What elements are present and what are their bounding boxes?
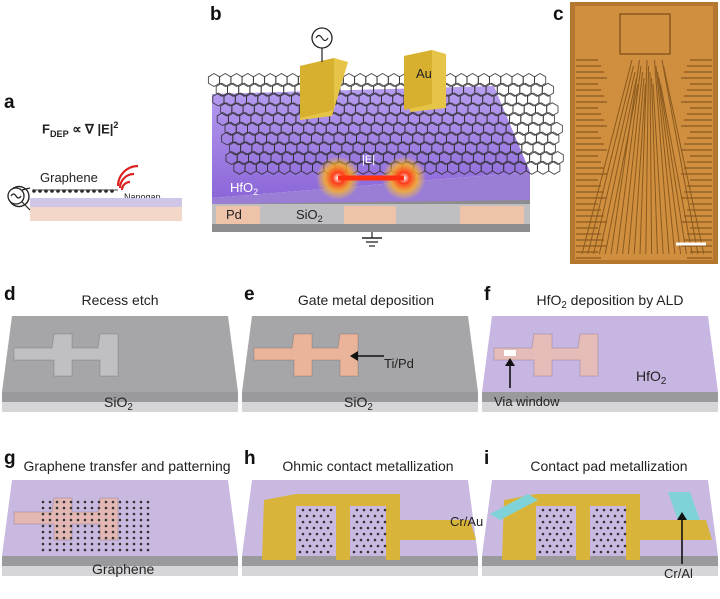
- hfo2-slab-b: [212, 86, 530, 198]
- slab-f-top: [482, 316, 718, 392]
- graphene-label-a: Graphene: [40, 170, 98, 185]
- chip-die: [570, 2, 718, 264]
- ac-source-b-icon: [311, 27, 333, 49]
- graphene-label-g: Graphene: [92, 561, 155, 577]
- gate-metal-e: [253, 333, 359, 377]
- contact-left-i: [502, 494, 536, 560]
- field-wave-2-icon: [118, 172, 135, 189]
- au-label: Au: [416, 66, 432, 81]
- pad-left-i: [490, 494, 538, 520]
- panel-f-title: HfO2 deposition by ALD: [500, 292, 720, 312]
- nanogap-label: Nanogap: [124, 192, 161, 202]
- contact-left-h: [262, 494, 296, 560]
- panel-g-title: Graphene transfer and patterning: [23, 458, 231, 474]
- sio2-sub-d: 2: [127, 402, 133, 414]
- hfo2-sub-b: 2: [253, 187, 259, 198]
- sio2-text-e: SiO: [344, 394, 368, 410]
- panel-d-label: d: [4, 284, 16, 305]
- formula-sup: 2: [113, 120, 119, 130]
- pd-pad-right-b: [460, 206, 524, 224]
- dep-formula: FDEP ∝ ∇ |E|2: [42, 120, 119, 139]
- au-contact-right: [404, 50, 446, 112]
- slab-h-edge: [242, 556, 478, 572]
- ac-source-a-icon: [7, 187, 25, 205]
- slab-g-top: [2, 480, 238, 556]
- hfo2-label-f: HfO2: [636, 368, 667, 388]
- sio2-text-b: SiO: [296, 207, 318, 222]
- au-contact-left: [300, 58, 348, 120]
- hfo2-text-f: HfO: [636, 368, 661, 384]
- formula-f: F: [42, 121, 50, 137]
- panel-f-label: f: [484, 284, 491, 305]
- sio2-text-d: SiO: [104, 394, 128, 410]
- slab-d-top: [2, 316, 238, 392]
- gate-under-g: [13, 497, 119, 541]
- contact-top-i: [536, 494, 626, 506]
- field-label: |E|: [362, 154, 376, 166]
- panel-f-title-pre: HfO: [536, 292, 562, 308]
- via-window-mark: [504, 350, 516, 356]
- slab-h-top: [242, 480, 478, 556]
- panel-h-title: Ohmic contact metallization: [282, 458, 454, 474]
- tipd-label: Ti/Pd: [384, 356, 414, 371]
- pad-right-i: [668, 492, 700, 520]
- contact-top-h: [296, 494, 386, 506]
- formula-sub: DEP: [49, 128, 69, 139]
- graphene-patch-h2: [352, 508, 387, 554]
- chip-traces: [576, 13, 712, 259]
- contact-lead-i: [640, 520, 712, 540]
- crau-label: Cr/Au: [450, 514, 484, 529]
- pd-pad-mid-b: [344, 206, 396, 224]
- hfo2-text-b: HfO: [230, 180, 254, 195]
- panel-b-label: b: [210, 4, 222, 25]
- cral-label: Cr/Al: [664, 566, 693, 581]
- sio2-label-e: SiO2: [344, 394, 373, 414]
- field-wave-1-icon: [120, 180, 131, 191]
- hfo2-sub-f: 2: [660, 376, 667, 388]
- hfo2-label-b: HfO2: [230, 180, 259, 198]
- contact-right-h: [386, 494, 400, 560]
- sio2-sub-e: 2: [367, 402, 373, 414]
- graphene-patch-i2: [592, 508, 627, 554]
- graphene-patch-i1: [538, 508, 573, 554]
- gate-under-hfo2-f: [493, 333, 599, 377]
- contact-mid-h: [336, 506, 350, 560]
- glow-right-icon: [382, 156, 426, 200]
- via-window-label: Via window: [494, 394, 560, 409]
- panel-i-label: i: [484, 448, 490, 469]
- panel-e-label: e: [244, 284, 255, 305]
- graphene-patch-h1: [298, 508, 333, 554]
- recess-pattern-d: [13, 333, 119, 377]
- ac-source-icon: [8, 185, 30, 208]
- panel-f-title-sub: 2: [561, 300, 567, 312]
- graphene-patch-g: [41, 500, 150, 552]
- panel-c-label: c: [553, 4, 564, 25]
- sio2-sub-b: 2: [317, 214, 323, 225]
- graphene-chain-a: [32, 189, 118, 193]
- pd-label-b: Pd: [226, 207, 242, 222]
- panel-e-title: Gate metal deposition: [297, 292, 435, 308]
- graphene-lattice-b: [207, 72, 564, 175]
- pd-electrode-label: Pd electrode: [32, 206, 105, 221]
- sio2-substrate-b: [212, 198, 530, 232]
- panel-i-title: Contact pad metallization: [530, 458, 688, 474]
- formula-rest: ∝ ∇ |E|: [68, 121, 114, 137]
- sio2-label-b: SiO2: [296, 207, 323, 225]
- panel-a-label: a: [4, 92, 15, 113]
- contact-mid-i: [576, 506, 590, 560]
- glow-left-icon: [316, 156, 360, 200]
- sio2-label-d: SiO2: [104, 394, 133, 414]
- slab-i-top: [482, 480, 718, 556]
- panel-f-title-post: deposition by ALD: [566, 292, 684, 308]
- panel-d-title: Recess etch: [81, 292, 159, 308]
- panel-g-label: g: [4, 448, 16, 469]
- slab-e-top: [242, 316, 478, 392]
- panel-h-label: h: [244, 448, 256, 469]
- contact-right-i: [626, 494, 640, 560]
- field-wave-3-icon: [116, 164, 139, 187]
